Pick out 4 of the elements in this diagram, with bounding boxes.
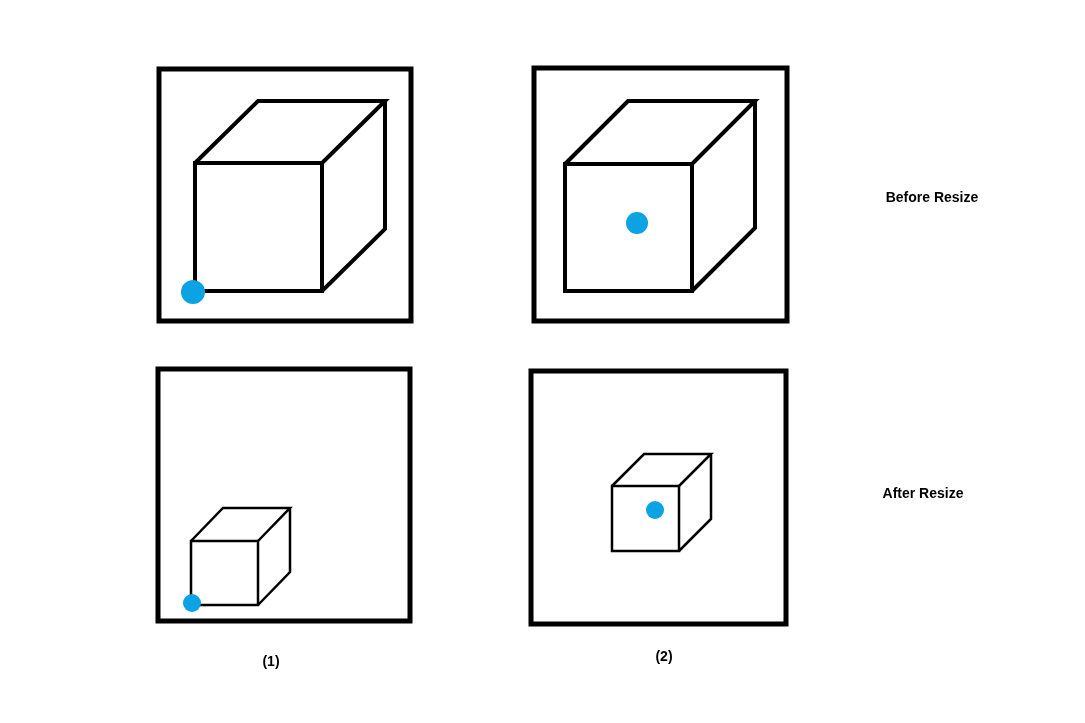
panel-number: (2) — [655, 648, 673, 664]
row-label: Before Resize — [885, 189, 979, 205]
panel-number: (1) — [262, 653, 280, 669]
row-label: After Resize — [882, 485, 964, 501]
